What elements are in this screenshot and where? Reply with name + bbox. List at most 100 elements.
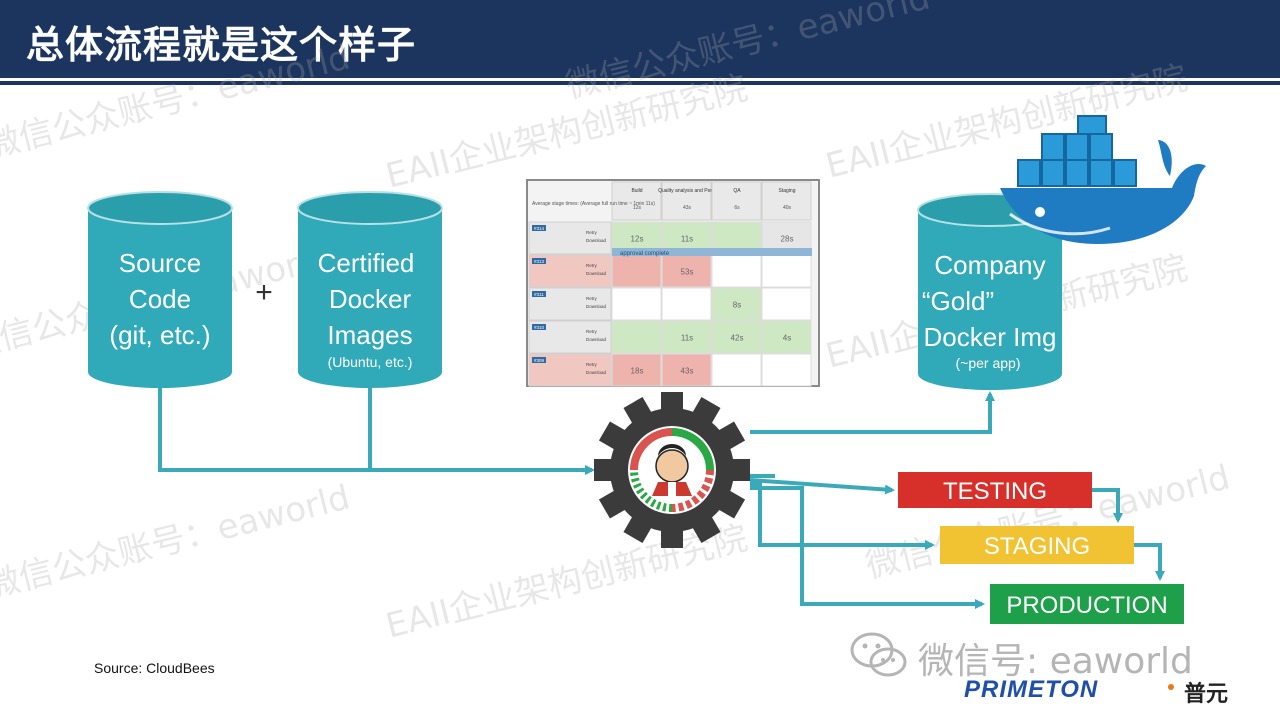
stage-cell [611, 320, 662, 354]
stage-cell [711, 287, 762, 321]
docker-whale-icon [1000, 115, 1206, 244]
cylinder-label: Code [129, 284, 191, 314]
stage-average-time: 40s [783, 205, 792, 211]
stage-cell-time: 42s [731, 334, 744, 343]
download-link: Download [586, 370, 607, 375]
stage-cell-time: 11s [681, 235, 693, 244]
cylinder-label: Docker [329, 284, 412, 314]
average-label: Average stage times: (Average full run t… [532, 201, 655, 207]
cylinder-sublabel: (~per app) [956, 355, 1021, 371]
build-id: #314 [534, 226, 545, 231]
stage-cell-time: 18s [631, 367, 644, 376]
stage-label: TESTING [943, 478, 1047, 505]
cylinder-label: Company [934, 250, 1045, 280]
stage-cell [661, 287, 712, 321]
cylinder-sublabel: (Ubuntu, etc.) [328, 354, 413, 370]
cylinder-certified-images: Certified Docker Images (Ubuntu, etc.) [297, 191, 443, 388]
stage-header-cell [761, 181, 812, 221]
primeton-logo: PRIMETON [964, 676, 1099, 703]
arrow-to-production [750, 486, 985, 609]
cylinder-label: Images [327, 320, 412, 350]
build-id-badge [532, 357, 546, 363]
pipeline-stage-view: Build 12s Quality analysis and Perfs 43s QA 6… [526, 179, 820, 387]
stage-cell [711, 254, 762, 288]
build-id-badge [532, 258, 546, 264]
retry-link: Retry [586, 263, 598, 268]
stage-average-time: 43s [683, 205, 692, 211]
arrow-source-to-jenkins [158, 388, 595, 475]
stage-cell [761, 353, 812, 387]
build-id-badge [532, 291, 546, 297]
build-id: #313 [534, 259, 545, 264]
retry-link: Retry [586, 362, 598, 367]
download-link: Download [586, 337, 607, 342]
plus-sign: + [255, 276, 273, 309]
stage-cell [711, 353, 762, 387]
build-id: #309 [534, 358, 545, 363]
stage-label: STAGING [984, 533, 1090, 560]
stage-cell-time: 11s [681, 334, 693, 343]
page-title: 总体流程就是这个样子 [26, 23, 417, 67]
stage-staging: STAGING [940, 526, 1134, 564]
stage-cell [661, 320, 712, 354]
stage-cell-time: 28s [781, 235, 794, 244]
stage-cell-time: 8s [733, 301, 741, 310]
cylinder-label: Docker Img [924, 322, 1057, 352]
arrow-to-testing [749, 478, 895, 495]
build-id-badge [532, 324, 546, 330]
jenkins-gear-icon [594, 392, 750, 548]
cylinder-label: Certified [318, 248, 415, 278]
stage-production: PRODUCTION [990, 584, 1184, 624]
primeton-cn-logo: 普元 [1184, 682, 1229, 707]
stage-cell [661, 353, 712, 387]
build-id: #311 [534, 292, 544, 297]
cylinder-label: Source [119, 248, 201, 278]
stage-header-cell [661, 181, 712, 221]
stage-header-cell [611, 181, 662, 221]
stage-header-label: Build [631, 188, 642, 194]
arrow-testing-to-staging [1092, 488, 1123, 523]
stage-cell [761, 254, 812, 288]
download-link: Download [586, 238, 607, 243]
stage-label: PRODUCTION [1006, 592, 1167, 619]
cylinder-source-code: Source Code (git, etc.) [87, 191, 233, 388]
header-bar [0, 0, 1280, 78]
stage-cell [611, 254, 662, 288]
header-divider [0, 78, 1280, 85]
stage-cell [761, 287, 812, 321]
build-id: #310 [534, 325, 545, 330]
stage-cell [761, 320, 812, 354]
build-id-badge [532, 225, 546, 231]
download-link: Download [586, 271, 607, 276]
source-note: Source: CloudBees [94, 660, 215, 676]
wechat-account: 微信号: eaworld [918, 641, 1193, 682]
arrow-to-staging [750, 482, 935, 550]
arrow-jenkins-to-company [750, 391, 995, 434]
retry-link: Retry [586, 230, 598, 235]
cylinder-label: (git, etc.) [109, 320, 210, 350]
stage-header-cell [711, 181, 762, 221]
download-link: Download [586, 304, 607, 309]
retry-link: Retry [586, 296, 598, 301]
stage-average-time: 6s [734, 205, 740, 211]
cylinder-label: “Gold” [922, 286, 994, 316]
stage-cell-time: 12s [631, 235, 644, 244]
stage-header-label: Quality analysis and Perfs [658, 188, 716, 194]
stage-cell-time: 43s [681, 367, 694, 376]
stage-cell-time: 4s [783, 334, 791, 343]
stage-cell [611, 287, 662, 321]
stage-header-label: Staging [779, 188, 796, 194]
arrow-staging-to-production [1134, 543, 1165, 581]
stage-cell-time: 53s [681, 268, 694, 277]
stage-cell [711, 320, 762, 354]
retry-link: Retry [586, 329, 598, 334]
logo-dot [1168, 684, 1174, 690]
stage-cell [611, 353, 662, 387]
stage-testing: TESTING [898, 472, 1092, 508]
wechat-icon [850, 632, 907, 677]
connector-lines [158, 388, 1165, 609]
stage-header-label: QA [733, 188, 741, 194]
stage-average-time: 12s [633, 205, 642, 211]
approval-banner: approval complete [620, 251, 670, 257]
